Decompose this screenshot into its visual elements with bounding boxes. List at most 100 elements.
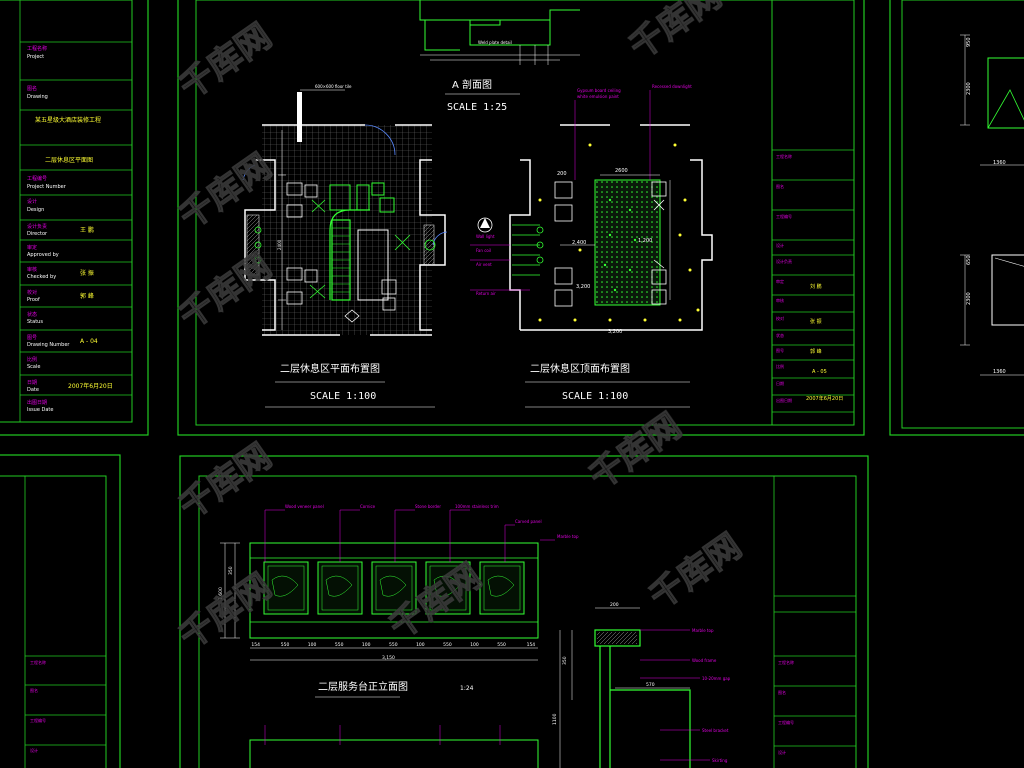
svg-text:Director: Director	[27, 231, 48, 237]
svg-text:图号: 图号	[27, 335, 37, 341]
left-value-4: A - 04	[80, 338, 98, 345]
watermark-text: 千库网	[582, 406, 688, 497]
svg-text:white emulsion paint: white emulsion paint	[577, 94, 619, 99]
right-value-2: 张 振	[810, 318, 822, 325]
svg-text:Carved panel: Carved panel	[515, 519, 542, 524]
svg-text:570: 570	[646, 682, 655, 688]
svg-text:Marble top: Marble top	[557, 534, 579, 539]
svg-text:设计负责: 设计负责	[27, 223, 47, 230]
svg-text:Air vent: Air vent	[476, 262, 492, 267]
svg-text:工程名称: 工程名称	[776, 153, 792, 159]
watermark-layer: 千库网千库网千库网千库网千库网千库网千库网千库网千库网	[172, 0, 750, 658]
ceiling-plan: Gypsum board ceiling white emulsion pain…	[470, 84, 713, 408]
svg-text:Drawing Number: Drawing Number	[27, 342, 70, 348]
ceiling-dim-f: 3,200	[608, 329, 622, 335]
svg-text:Status: Status	[27, 319, 43, 325]
svg-text:设计: 设计	[30, 747, 38, 753]
counter-dim-label: 100	[416, 642, 425, 648]
ceiling-scale: SCALE 1:100	[562, 391, 628, 402]
right-value-4: A - 05	[812, 369, 827, 375]
svg-text:设计: 设计	[776, 242, 784, 248]
svg-text:Fan coil: Fan coil	[476, 248, 491, 253]
svg-text:状态: 状态	[776, 332, 784, 338]
decorative-panels	[263, 561, 525, 615]
svg-text:审核: 审核	[776, 297, 784, 303]
counter-dim-label: 550	[443, 642, 452, 648]
section-title: A 剖面图	[452, 78, 492, 91]
right-value-1: 刘 鹏	[810, 283, 822, 290]
counter-dim-label: 100	[470, 642, 479, 648]
counter-total-dim: 3,150	[382, 655, 395, 661]
svg-text:1360: 1360	[993, 369, 1006, 375]
left-drawing-name: 二层休息区平面图	[45, 156, 93, 164]
watermark-text: 千库网	[172, 16, 278, 107]
svg-text:审定: 审定	[776, 278, 784, 284]
svg-text:350: 350	[562, 656, 568, 665]
svg-text:工程编号: 工程编号	[27, 175, 47, 182]
north-arrow-icon	[477, 217, 493, 233]
counter-dim-label: 550	[281, 642, 290, 648]
svg-text:图名: 图名	[30, 687, 38, 693]
counter-dim-label: 550	[497, 642, 506, 648]
left-value-5: 2007年6月20日	[68, 382, 113, 390]
svg-text:950: 950	[966, 37, 972, 47]
elevation-scale: 1:24	[460, 685, 474, 692]
svg-text:200: 200	[610, 602, 619, 608]
svg-text:出图日期: 出图日期	[776, 397, 792, 403]
counter-section-detail: Marble top Wood frame 10-20mm gap Steel …	[552, 602, 731, 768]
svg-text:比例: 比例	[776, 363, 784, 369]
svg-text:Design: Design	[27, 207, 44, 213]
ceiling-dim-d: 3,200	[576, 284, 590, 290]
right-value-5: 2007年6月20日	[806, 395, 843, 402]
svg-text:工程编号: 工程编号	[776, 213, 792, 219]
svg-text:Checked by: Checked by	[27, 274, 56, 280]
svg-text:Wood veneer panel: Wood veneer panel	[285, 504, 324, 509]
svg-text:出图日期: 出图日期	[27, 399, 47, 406]
svg-text:Gypsum board ceiling: Gypsum board ceiling	[577, 88, 621, 93]
svg-text:Project: Project	[27, 54, 44, 60]
left-value-2: 张 振	[80, 269, 94, 277]
svg-text:2300: 2300	[966, 292, 972, 305]
counter-side-dim-1: 350	[228, 566, 234, 575]
svg-text:100mm stainless trim: 100mm stainless trim	[455, 504, 499, 509]
watermark-text: 千库网	[622, 0, 728, 67]
ceiling-dim-b: 2600	[615, 168, 628, 174]
svg-text:工程名称: 工程名称	[30, 659, 46, 665]
counter-dim-label: 100	[308, 642, 317, 648]
svg-text:Wood frame: Wood frame	[692, 658, 717, 663]
svg-text:设计负责: 设计负责	[776, 258, 792, 264]
svg-text:日期: 日期	[27, 380, 37, 386]
svg-text:2300: 2300	[966, 82, 972, 95]
service-counter-elevation: Wood veneer panel Cornice Stone border 1…	[218, 504, 579, 768]
section-scale: SCALE 1:25	[447, 102, 507, 113]
watermark-text: 千库网	[172, 566, 278, 657]
counter-dim-label: 550	[335, 642, 344, 648]
svg-text:650: 650	[966, 255, 972, 265]
svg-text:Approved by: Approved by	[27, 252, 59, 258]
svg-text:校对: 校对	[776, 315, 784, 321]
svg-text:1100: 1100	[552, 713, 558, 725]
watermark-text: 千库网	[642, 526, 748, 617]
svg-text:Recessed downlight: Recessed downlight	[652, 84, 692, 89]
svg-text:工程编号: 工程编号	[778, 719, 794, 725]
svg-text:工程名称: 工程名称	[27, 45, 47, 52]
svg-text:10-20mm gap: 10-20mm gap	[702, 676, 731, 681]
ceiling-title: 二层休息区顶面布置图	[530, 362, 630, 375]
svg-text:Stone border: Stone border	[415, 504, 441, 509]
plan-scale: SCALE 1:100	[310, 391, 376, 402]
counter-side-dim-2: 1,600	[218, 587, 224, 600]
counter-dim-label: 154	[527, 642, 536, 648]
svg-text:工程编号: 工程编号	[30, 717, 46, 723]
ceiling-dim-a: 200	[557, 171, 567, 177]
ceiling-dim-e: 1,200	[638, 238, 652, 244]
svg-text:审核: 审核	[27, 266, 37, 273]
svg-text:图号: 图号	[776, 347, 784, 353]
top-right-detail: 950 2300 1360 650 2300 1360	[960, 34, 1024, 376]
